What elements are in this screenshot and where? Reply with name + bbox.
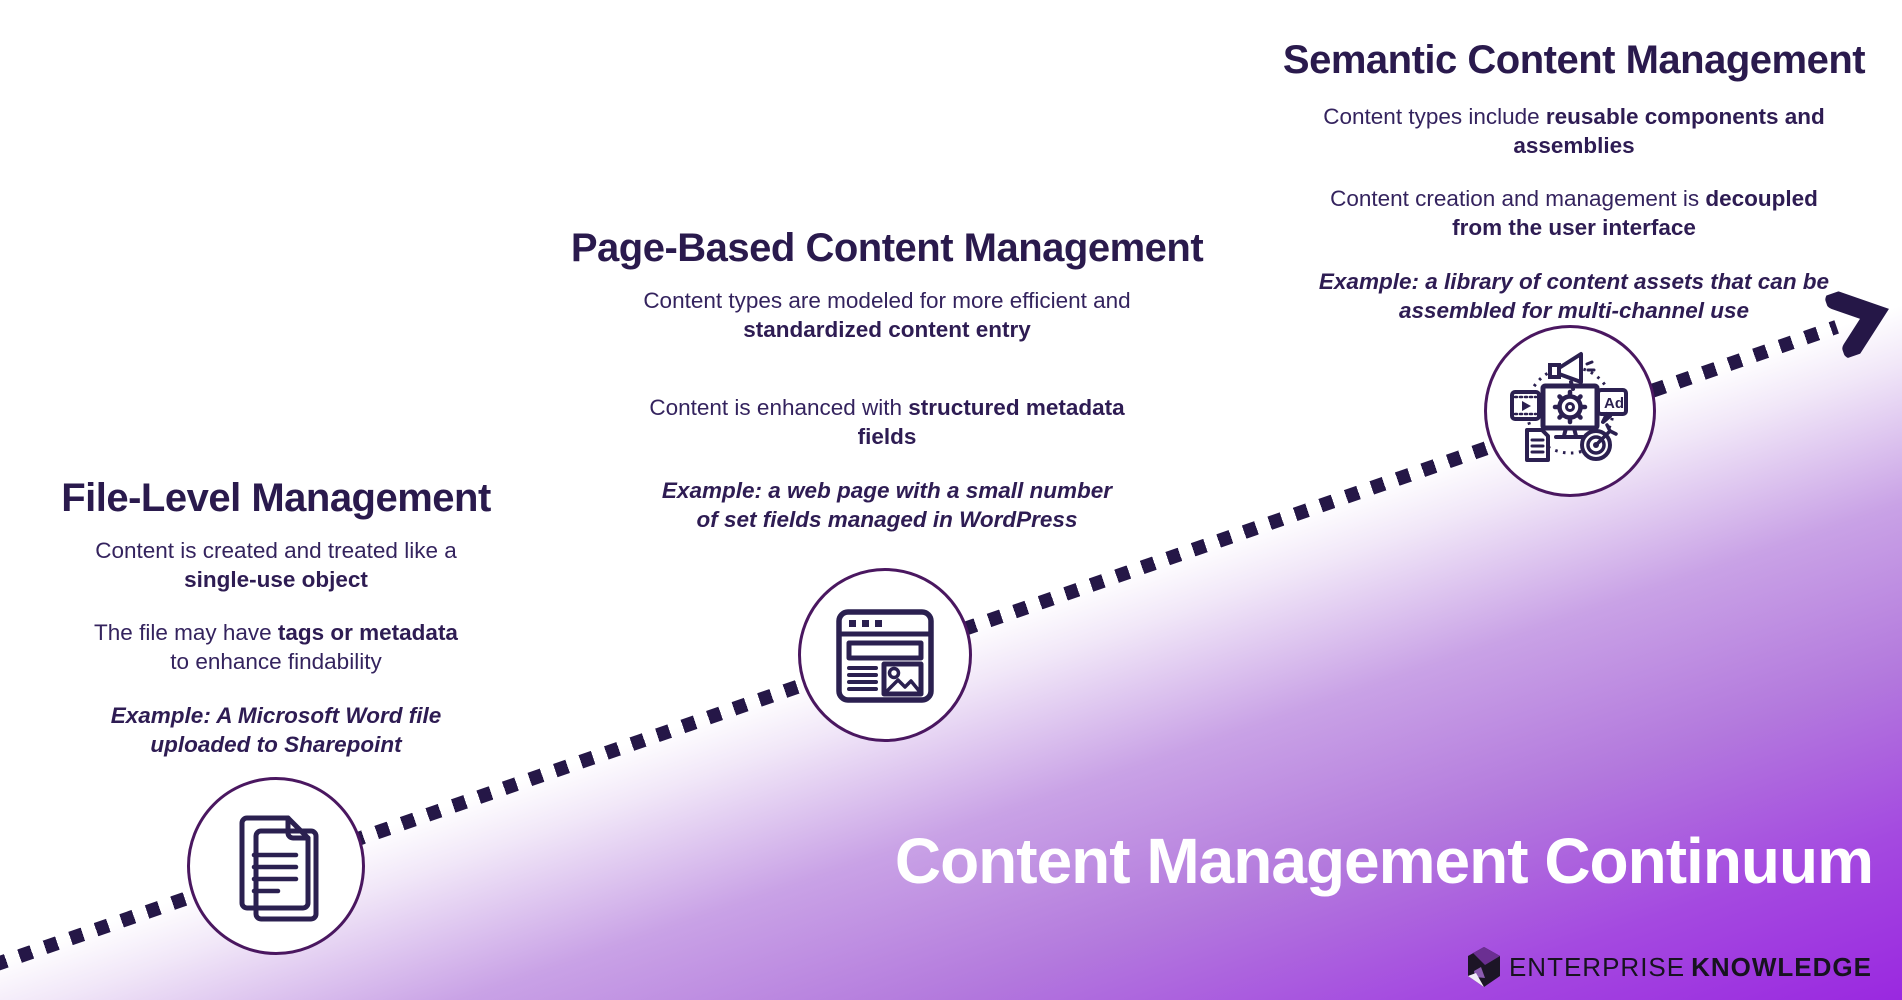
stage-title-file-level: File-Level Management	[61, 476, 491, 520]
stage-description: Content is enhanced with structured meta…	[649, 395, 1125, 450]
stage-title-semantic: Semantic Content Management	[1282, 38, 1866, 82]
stage-circle-page-based	[798, 568, 972, 742]
stage-page-based: Page-Based Content Management Content ty…	[567, 226, 1207, 560]
web-page-icon	[836, 609, 934, 703]
continuum-dotted-line	[0, 290, 1899, 972]
stacked-documents-icon	[239, 815, 319, 922]
stage-description: Content creation and management is decou…	[1330, 186, 1818, 241]
stage-description: Content types are modeled for more effic…	[643, 287, 1131, 342]
stage-example-text: Example: a library of content assets tha…	[1318, 268, 1830, 323]
arrow-head-icon	[1825, 290, 1889, 359]
stage-semantic: Semantic Content Management Content type…	[1244, 38, 1902, 351]
ek-logo-icon	[1467, 947, 1500, 987]
stage-file-level: File-Level Management Content is created…	[41, 476, 511, 785]
ad-label: Ad	[1604, 395, 1624, 412]
omnichannel-content-icon: Ad	[1510, 352, 1628, 462]
stage-paragraphs: Content types are modeled for more effic…	[567, 287, 1207, 535]
page-title: Content Management Continuum	[894, 825, 1874, 897]
stage-circle-file-level	[187, 777, 365, 955]
stage-description: Content types include reusable component…	[1323, 103, 1825, 158]
stage-title-page-based: Page-Based Content Management	[570, 226, 1204, 270]
stage-paragraphs: Content types include reusable component…	[1244, 103, 1902, 326]
stage-circle-semantic: Ad	[1484, 325, 1656, 497]
logo-text-enterprise: ENTERPRISE	[1508, 951, 1686, 982]
logo-text-knowledge: KNOWLEDGE	[1691, 951, 1872, 982]
